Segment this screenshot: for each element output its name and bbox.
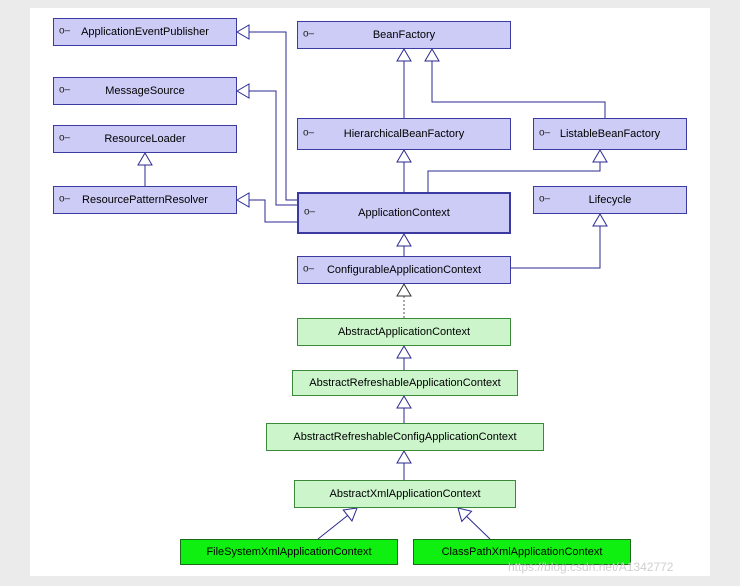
node-configurable-application-context: o– ConfigurableApplicationContext bbox=[297, 256, 511, 284]
inheritance-arrowhead bbox=[396, 233, 412, 247]
interface-icon: o– bbox=[59, 25, 71, 37]
node-hierarchical-bean-factory: o– HierarchicalBeanFactory bbox=[297, 118, 511, 150]
interface-icon: o– bbox=[304, 206, 316, 218]
node-label: ApplicationContext bbox=[358, 207, 450, 219]
inheritance-arrowhead bbox=[396, 149, 412, 163]
node-application-event-publisher: o– ApplicationEventPublisher bbox=[53, 18, 237, 46]
inheritance-arrowhead bbox=[236, 192, 250, 208]
inheritance-arrowhead bbox=[396, 48, 412, 62]
node-abstract-refreshable-config-application-context: AbstractRefreshableConfigApplicationCont… bbox=[266, 423, 544, 451]
interface-icon: o– bbox=[303, 127, 315, 139]
node-file-system-xml-application-context: FileSystemXmlApplicationContext bbox=[180, 539, 398, 565]
node-abstract-application-context: AbstractApplicationContext bbox=[297, 318, 511, 346]
inheritance-arrowhead bbox=[396, 283, 412, 297]
node-abstract-refreshable-application-context: AbstractRefreshableApplicationContext bbox=[292, 370, 518, 396]
node-abstract-xml-application-context: AbstractXmlApplicationContext bbox=[294, 480, 516, 508]
node-label: Lifecycle bbox=[588, 194, 632, 206]
node-label: AbstractApplicationContext bbox=[337, 326, 471, 338]
node-label: ResourceLoader bbox=[104, 133, 186, 145]
node-label: FileSystemXmlApplicationContext bbox=[206, 546, 372, 558]
inheritance-arrowhead bbox=[236, 24, 250, 40]
inheritance-arrowhead bbox=[396, 395, 412, 409]
edge-application-context-to-listable-bean-factory bbox=[427, 162, 601, 192]
edge-file-system-xml-application-context-to-abstract-xml-application-context bbox=[317, 515, 348, 540]
node-class-path-xml-application-context: ClassPathXmlApplicationContext bbox=[413, 539, 631, 565]
node-label: ClassPathXmlApplicationContext bbox=[441, 546, 603, 558]
node-lifecycle: o– Lifecycle bbox=[533, 186, 687, 214]
node-label: BeanFactory bbox=[372, 29, 436, 41]
interface-icon: o– bbox=[59, 132, 71, 144]
node-label: AbstractRefreshableConfigApplicationCont… bbox=[293, 431, 517, 443]
inheritance-arrowhead bbox=[396, 345, 412, 359]
node-label: AbstractXmlApplicationContext bbox=[329, 488, 481, 500]
interface-icon: o– bbox=[59, 193, 71, 205]
interface-icon: o– bbox=[59, 84, 71, 96]
inheritance-arrowhead bbox=[592, 149, 608, 163]
inheritance-arrowhead bbox=[424, 48, 440, 62]
inheritance-arrowhead bbox=[592, 213, 608, 227]
node-label: ConfigurableApplicationContext bbox=[326, 264, 482, 276]
interface-icon: o– bbox=[303, 28, 315, 40]
interface-icon: o– bbox=[303, 263, 315, 275]
inheritance-arrowhead bbox=[457, 507, 473, 523]
node-label: HierarchicalBeanFactory bbox=[343, 128, 465, 140]
edge-application-context-to-application-event-publisher bbox=[249, 31, 297, 201]
watermark-text: https://blog.csdn.net/A1342772 bbox=[508, 560, 674, 574]
node-resource-loader: o– ResourceLoader bbox=[53, 125, 237, 153]
edge-configurable-application-context-to-lifecycle bbox=[511, 226, 601, 269]
node-message-source: o– MessageSource bbox=[53, 77, 237, 105]
node-label: ApplicationEventPublisher bbox=[81, 26, 209, 38]
inheritance-arrowhead bbox=[342, 507, 358, 522]
node-listable-bean-factory: o– ListableBeanFactory bbox=[533, 118, 687, 150]
node-label: ResourcePatternResolver bbox=[82, 194, 208, 206]
edge-application-context-to-message-source bbox=[249, 90, 297, 206]
inheritance-arrowhead bbox=[236, 83, 250, 99]
edge-application-context-to-resource-pattern-resolver bbox=[249, 199, 297, 223]
node-label: ListableBeanFactory bbox=[559, 128, 661, 140]
node-application-context: o– ApplicationContext bbox=[297, 192, 511, 234]
inheritance-arrowhead bbox=[137, 152, 153, 166]
node-bean-factory: o– BeanFactory bbox=[297, 21, 511, 49]
node-resource-pattern-resolver: o– ResourcePatternResolver bbox=[53, 186, 237, 214]
interface-icon: o– bbox=[539, 127, 551, 139]
edge-class-path-xml-application-context-to-abstract-xml-application-context bbox=[466, 515, 491, 540]
interface-icon: o– bbox=[539, 193, 551, 205]
edge-listable-bean-factory-to-bean-factory bbox=[431, 61, 606, 118]
inheritance-arrowhead bbox=[396, 450, 412, 464]
node-label: AbstractRefreshableApplicationContext bbox=[309, 377, 501, 389]
node-label: MessageSource bbox=[105, 85, 185, 97]
